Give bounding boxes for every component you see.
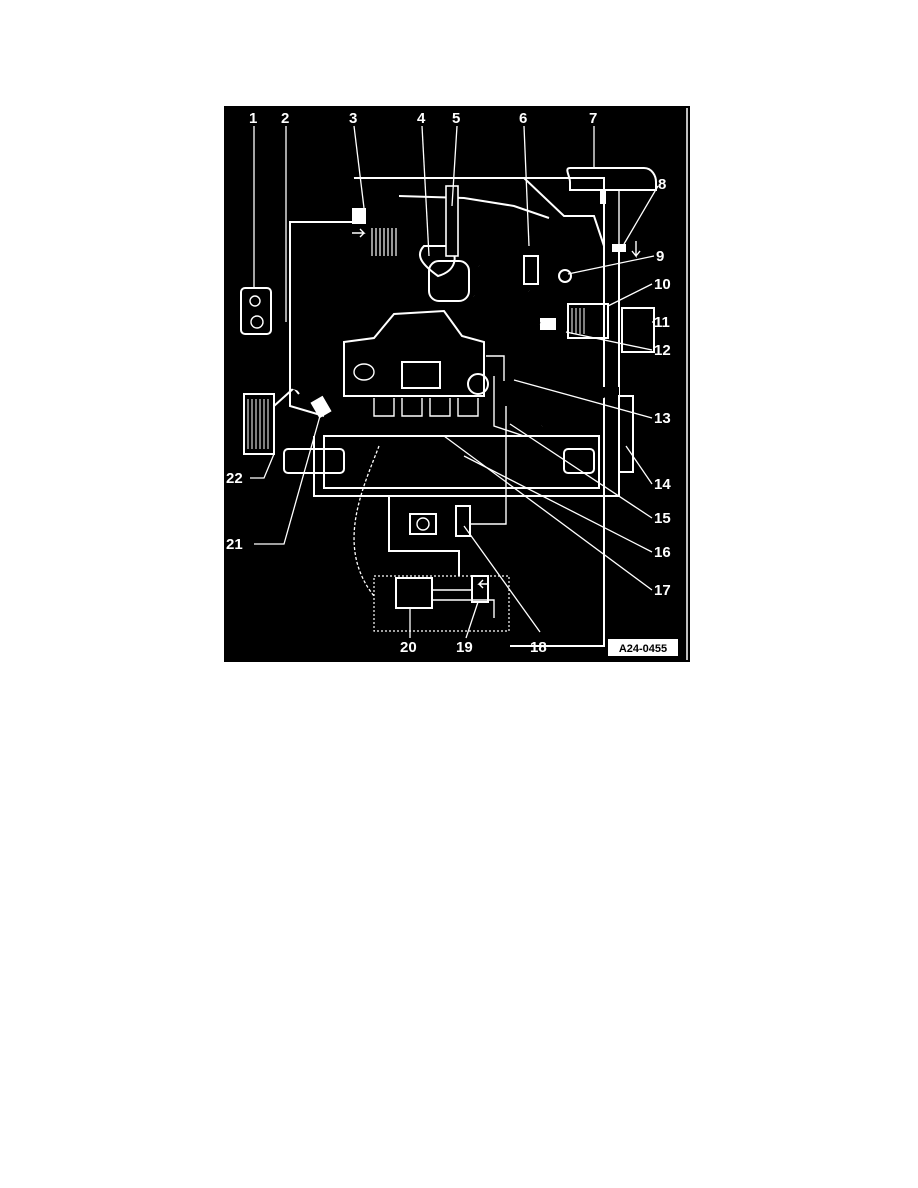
label-1: 1 (249, 110, 257, 127)
reference-code: A24-0455 (619, 643, 667, 655)
component-10-12-unit (473, 294, 655, 353)
label-15: 15 (654, 510, 671, 527)
component-8-check-valve (612, 241, 641, 258)
label-6: 6 (519, 110, 527, 127)
label-11: 11 (654, 314, 670, 331)
callout-labels: 1 2 3 4 5 6 7 8 9 10 11 12 13 14 15 16 1… (226, 110, 671, 656)
label-10: 10 (654, 276, 671, 293)
engine-block (343, 309, 525, 437)
label-21: 21 (226, 536, 243, 553)
label-8: 8 (658, 176, 666, 193)
label-16: 16 (654, 544, 671, 561)
label-5: 5 (452, 110, 460, 127)
label-18: 18 (530, 639, 547, 656)
vacuum-lines (289, 177, 620, 647)
leader-lines (250, 125, 659, 639)
label-3: 3 (349, 110, 357, 127)
label-13: 13 (654, 410, 671, 427)
charge-air-pipe (283, 387, 634, 489)
label-22: 22 (226, 470, 243, 487)
reference-code-box: A24-0455 (608, 639, 678, 656)
label-4: 4 (417, 110, 426, 127)
component-21-sensor (310, 395, 332, 419)
label-17: 17 (654, 582, 671, 599)
component-6-9-valves (478, 224, 572, 294)
diagram-svg: 1 2 3 4 5 6 7 8 9 10 11 12 13 14 15 16 1… (224, 106, 690, 662)
engine-vacuum-hose-diagram: 1 2 3 4 5 6 7 8 9 10 11 12 13 14 15 16 1… (224, 106, 690, 662)
component-4-5-turbocharger (352, 185, 470, 302)
label-2: 2 (281, 110, 289, 127)
label-12: 12 (654, 342, 671, 359)
label-7: 7 (589, 110, 597, 127)
component-19-20-control-unit (395, 575, 495, 618)
label-20: 20 (400, 639, 417, 656)
component-22-air-filter (243, 386, 300, 455)
intake-hose (291, 173, 358, 392)
component-18-valve (409, 406, 507, 537)
label-9: 9 (656, 248, 664, 265)
label-19: 19 (456, 639, 473, 656)
label-14: 14 (654, 476, 671, 493)
component-1-reservoir (240, 126, 272, 335)
